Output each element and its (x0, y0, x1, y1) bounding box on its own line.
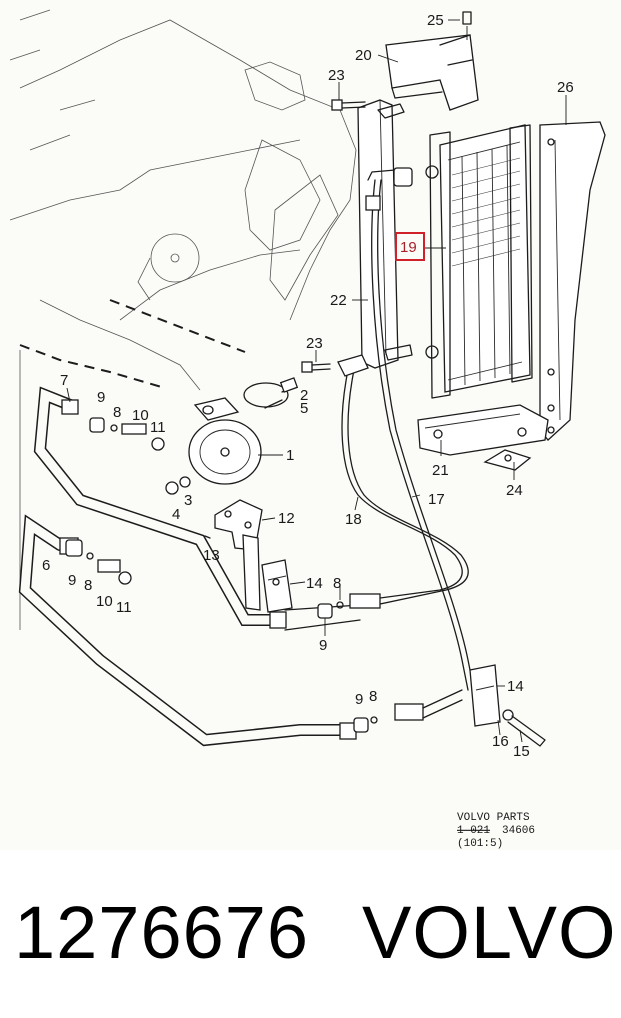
callout-17: 17 (428, 491, 445, 508)
shroud-26 (539, 121, 606, 441)
part-number: 1276676 (14, 891, 310, 974)
oil-line-18 (337, 354, 469, 605)
callout-22: 22 (330, 292, 347, 309)
union-middle (317, 593, 381, 619)
callout-2: 2 (300, 387, 308, 404)
brand-name: VOLVO (362, 891, 617, 974)
union-bottom (353, 689, 463, 733)
parts-stamp: VOLVO PARTS 1 021 34606 (101:5) (457, 812, 535, 850)
fittings-upper (89, 417, 191, 495)
stamp-line-1: VOLVO PARTS (457, 812, 530, 824)
stamp-line-2b: 34606 (502, 825, 535, 837)
lower-bracket-21 (417, 404, 549, 456)
bracket-12 (204, 499, 263, 611)
callout-13: 13 (203, 547, 220, 564)
highlighted-callout-19[interactable]: 19 (395, 232, 425, 261)
top-bracket-20 (385, 11, 479, 111)
callout-7: 7 (60, 372, 68, 389)
callout-9-b: 9 (68, 572, 76, 589)
support-24 (483, 449, 532, 471)
engine-block (9, 9, 357, 630)
callout-23-upper: 23 (328, 67, 345, 84)
callout-14-b: 14 (507, 678, 524, 695)
callout-9-d: 9 (355, 691, 363, 708)
stamp-line-2a: 1 021 (457, 825, 490, 837)
callout-1: 1 (286, 447, 294, 464)
callout-19: 19 (400, 239, 417, 256)
exploded-view-drawing: 25 20 23 26 22 23 7 9 8 10 11 2 5 1 21 2… (9, 9, 606, 850)
callout-8-b: 8 (84, 577, 92, 594)
fittings-lower (65, 539, 132, 585)
oil-line-17 (371, 179, 475, 691)
callout-16: 16 (492, 733, 509, 750)
upper-fitting (365, 167, 413, 211)
callout-26: 26 (557, 79, 574, 96)
stamp-line-3: (101:5) (457, 838, 503, 850)
clamp-14-right (469, 664, 546, 747)
callout-10-b: 10 (96, 593, 113, 610)
callout-25: 25 (427, 12, 444, 29)
callout-9-a: 9 (97, 389, 105, 406)
callout-8-d: 8 (369, 688, 377, 705)
callout-18: 18 (345, 511, 362, 528)
callout-23-lower: 23 (306, 335, 323, 352)
oil-cooler (425, 124, 533, 399)
callout-14-a: 14 (306, 575, 323, 592)
callout-4: 4 (172, 506, 180, 523)
callout-10-a: 10 (132, 407, 149, 424)
footer (0, 850, 621, 1018)
callout-24: 24 (506, 482, 523, 499)
hose-assembly (18, 386, 361, 747)
filter-housing-1 (188, 377, 299, 485)
callout-3: 3 (184, 492, 192, 509)
callout-11-a: 11 (150, 419, 166, 436)
callout-8-a: 8 (113, 404, 121, 421)
parts-diagram: 25 20 23 26 22 23 7 9 8 10 11 2 5 1 21 2… (9, 9, 606, 850)
callout-5: 5 (300, 400, 308, 417)
bolt-23-upper (331, 99, 366, 111)
callout-15: 15 (513, 743, 530, 760)
callout-8-c: 8 (333, 575, 341, 592)
bolt-23-lower (301, 361, 331, 373)
callout-9-c: 9 (319, 637, 327, 654)
clamp-14-middle (261, 559, 293, 613)
callout-21: 21 (432, 462, 449, 479)
leader-lines (66, 19, 567, 743)
callouts: 25 20 23 26 22 23 7 9 8 10 11 2 5 1 21 2… (42, 12, 574, 760)
callout-6: 6 (42, 557, 50, 574)
callout-20: 20 (355, 47, 372, 64)
callout-12: 12 (278, 510, 295, 527)
callout-11-b: 11 (116, 599, 132, 616)
